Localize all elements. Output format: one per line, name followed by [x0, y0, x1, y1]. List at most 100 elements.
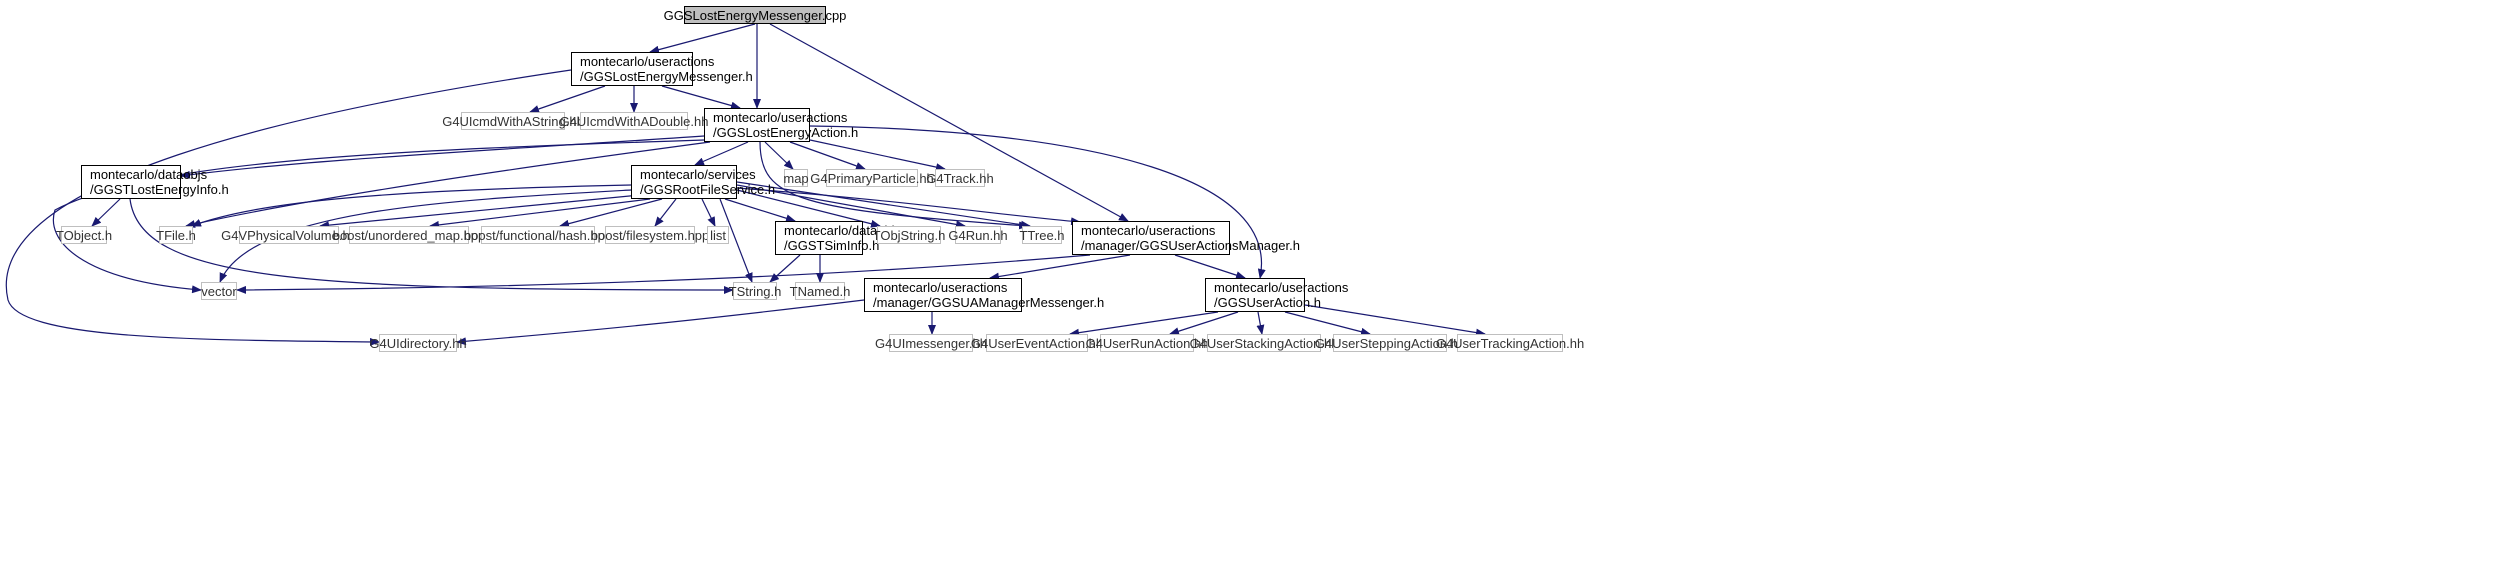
- functional-hash-node[interactable]: boost/functional/hash.hpp: [464, 226, 612, 244]
- edge-rfs-to-umap: [429, 198, 651, 229]
- lea-line-2: /GGSLostEnergyAction.h: [713, 125, 859, 140]
- g4track-label: G4Track.hh: [926, 170, 994, 186]
- tsim-line-2: /GGSTSimInfo.h: [784, 238, 880, 253]
- string-cmd-node[interactable]: G4UIcmdWithAString.hh: [442, 112, 584, 130]
- ttree-node[interactable]: TTree.h: [1019, 226, 1065, 244]
- g4run-label: G4Run.hh: [948, 227, 1008, 243]
- ui-messenger-node[interactable]: G4UImessenger.hh: [875, 334, 987, 352]
- edge-lea-to-track: [809, 139, 946, 172]
- primary-particle-node[interactable]: G4PrimaryParticle.hh: [810, 169, 934, 187]
- double-cmd-node[interactable]: G4UIcmdWithADouble.hh: [560, 112, 708, 130]
- ui-directory-node[interactable]: G4UIdirectory.hh: [369, 334, 467, 352]
- tstring-node[interactable]: TString.h: [729, 282, 781, 300]
- edge-rfs-to-tsim: [724, 198, 796, 223]
- tnamed-node[interactable]: TNamed.h: [790, 282, 850, 300]
- string-cmd-label: G4UIcmdWithAString.hh: [442, 113, 584, 129]
- list-label: list: [710, 227, 726, 243]
- tsim-line-1: montecarlo/dataobjs: [784, 223, 902, 238]
- user-event-action-node[interactable]: G4UserEventAction.hh: [971, 334, 1103, 352]
- edge-lea-to-ua: [809, 125, 1266, 279]
- vector-label: vector: [201, 283, 237, 299]
- g4track-node[interactable]: G4Track.hh: [926, 169, 994, 187]
- edge-rfs-to-g4run: [736, 184, 966, 229]
- uam-line-2: /manager/GGSUserActionsManager.h: [1081, 238, 1300, 253]
- edge-ua-to-run: [1169, 311, 1239, 336]
- edge-rfs-to-ttree: [736, 181, 1031, 229]
- map-node[interactable]: map: [783, 169, 809, 187]
- tstring-label: TString.h: [728, 283, 782, 299]
- physical-volume-node[interactable]: G4VPhysicalVolume.hh: [221, 226, 357, 244]
- ttree-label: TTree.h: [1019, 227, 1065, 243]
- user-tracking-action-label: G4UserTrackingAction.hh: [1435, 335, 1585, 351]
- tfile-node[interactable]: TFile.h: [156, 226, 196, 244]
- edge-ua-to-event: [1069, 311, 1219, 337]
- edge-root-to-uam: [769, 23, 1129, 222]
- user-run-action-label: G4UserRunAction.hh: [1085, 335, 1209, 351]
- unordered-map-label: boost/unordered_map.hpp: [332, 227, 486, 243]
- edge-rfs-to-list: [701, 198, 716, 227]
- tobjstring-label: TObjString.h: [872, 227, 946, 243]
- user-stepping-action-label: G4UserSteppingAction.hh: [1314, 335, 1466, 351]
- lost-energy-messenger-header-node[interactable]: montecarlo/useractions/GGSLostEnergyMess…: [571, 52, 753, 86]
- tlost-energy-info-header-node[interactable]: montecarlo/dataobjs/GGSTLostEnergyInfo.h: [81, 165, 229, 199]
- g4run-node[interactable]: G4Run.hh: [948, 226, 1008, 244]
- tsim-info-header-node[interactable]: montecarlo/dataobjs/GGSTSimInfo.h: [775, 221, 901, 255]
- edge-rfs-to-physvol: [319, 194, 641, 230]
- edge-lem-to-lea: [661, 85, 741, 110]
- lea-line-1: montecarlo/useractions: [713, 110, 848, 125]
- user-stepping-action-node[interactable]: G4UserSteppingAction.hh: [1315, 334, 1465, 352]
- ua-manager-messenger-header-node[interactable]: montecarlo/useractions/manager/GGSUAMana…: [864, 278, 1104, 312]
- edge-ua-to-step: [1284, 311, 1371, 336]
- edge-rfs-to-tfile: [191, 184, 632, 227]
- map-label: map: [783, 170, 809, 186]
- user-action-header-node[interactable]: montecarlo/useractions/GGSUserAction.h: [1205, 278, 1348, 312]
- root-file-node[interactable]: GGSLostEnergyMessenger.cpp: [664, 6, 846, 24]
- user-actions-manager-header-node[interactable]: montecarlo/useractions/manager/GGSUserAc…: [1072, 221, 1300, 255]
- edge-lea-to-tlei: [180, 135, 705, 179]
- edge-tlei-to-tstring: [129, 198, 734, 294]
- tobject-node[interactable]: TObject.h: [56, 226, 112, 244]
- filesystem-node[interactable]: boost/filesystem.hpp: [591, 226, 709, 244]
- edge-lea-to-tfile: [185, 141, 711, 228]
- lost-energy-action-header-node[interactable]: montecarlo/useractions/GGSLostEnergyActi…: [704, 108, 858, 142]
- user-run-action-node[interactable]: G4UserRunAction.hh: [1086, 334, 1208, 352]
- double-cmd-label: G4UIcmdWithADouble.hh: [559, 113, 709, 129]
- edge-uam-to-uamm: [989, 254, 1131, 281]
- functional-hash-label: boost/functional/hash.hpp: [463, 227, 613, 243]
- lem-line-1: montecarlo/useractions: [580, 54, 715, 69]
- edge-rfs-to-vector: [219, 189, 632, 283]
- user-stacking-action-label: G4UserStackingAction.hh: [1189, 335, 1339, 351]
- uam-line-1: montecarlo/useractions: [1081, 223, 1216, 238]
- tfile-label: TFile.h: [156, 227, 196, 243]
- lem-line-2: /GGSLostEnergyMessenger.h: [580, 69, 753, 84]
- edge-rfs-to-tstring: [719, 198, 753, 283]
- edge-rfs-to-tobjstring: [736, 189, 881, 228]
- tobjstring-node[interactable]: TObjString.h: [873, 226, 945, 244]
- physical-volume-label: G4VPhysicalVolume.hh: [221, 227, 357, 243]
- tobject-label: TObject.h: [55, 227, 113, 243]
- edge-root-to-lem: [649, 23, 756, 54]
- root-file-service-header-node[interactable]: montecarlo/services/GGSRootFileService.h: [631, 165, 775, 199]
- user-event-action-label: G4UserEventAction.hh: [970, 335, 1104, 351]
- unordered-map-node[interactable]: boost/unordered_map.hpp: [333, 226, 485, 244]
- tlei-line-1: montecarlo/dataobjs: [90, 167, 208, 182]
- uamm-line-1: montecarlo/useractions: [873, 280, 1008, 295]
- vector-node[interactable]: vector: [201, 282, 237, 300]
- user-tracking-action-node[interactable]: G4UserTrackingAction.hh: [1436, 334, 1584, 352]
- edge-uam-to-vector: [236, 254, 1091, 294]
- edge-rfs-to-hash: [559, 198, 663, 228]
- list-node[interactable]: list: [707, 226, 729, 244]
- edge-lem-to-uidir: [5, 69, 572, 346]
- edge-lea-to-rfs: [694, 141, 749, 166]
- edge-tsim-to-tstring: [769, 254, 801, 283]
- edge-rfs-to-fs: [654, 198, 677, 227]
- root-file-label: GGSLostEnergyMessenger.cpp: [663, 7, 847, 23]
- ua-line-1: montecarlo/useractions: [1214, 280, 1349, 295]
- user-stacking-action-node[interactable]: G4UserStackingAction.hh: [1190, 334, 1338, 352]
- edge-uamm-to-uidir: [456, 299, 865, 346]
- filesystem-label: boost/filesystem.hpp: [590, 227, 710, 243]
- tnamed-label: TNamed.h: [789, 283, 851, 299]
- edge-lea-to-ttree: [759, 141, 1029, 230]
- edge-lem-to-string: [529, 85, 606, 113]
- ui-messenger-label: G4UImessenger.hh: [875, 335, 988, 351]
